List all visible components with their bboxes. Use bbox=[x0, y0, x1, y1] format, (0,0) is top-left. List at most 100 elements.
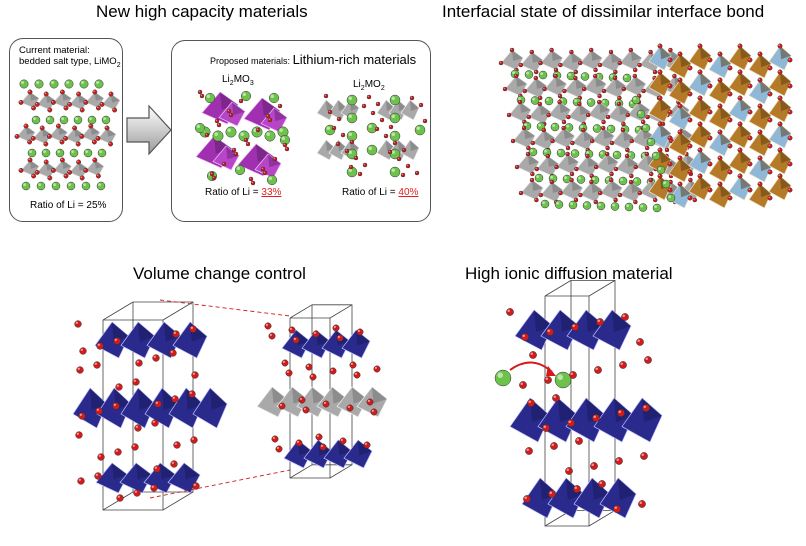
lithium-atom bbox=[661, 179, 671, 189]
oxygen-atom bbox=[79, 107, 85, 113]
oxygen-atom bbox=[309, 373, 317, 381]
lithium-atom bbox=[240, 90, 252, 102]
oxygen-atom bbox=[188, 390, 196, 398]
oxygen-atom bbox=[43, 141, 49, 147]
oxygen-atom bbox=[787, 135, 793, 141]
oxygen-atom bbox=[548, 490, 556, 498]
oxygen-atom bbox=[628, 47, 634, 53]
oxygen-atom bbox=[727, 117, 733, 123]
oxygen-atom bbox=[747, 83, 753, 89]
oxygen-atom bbox=[640, 452, 648, 460]
oxygen-atom bbox=[747, 57, 753, 63]
lithium-atom bbox=[610, 202, 620, 211]
oxygen-atom bbox=[199, 93, 205, 99]
oxygen-atom bbox=[549, 179, 555, 185]
lithium-atom bbox=[79, 79, 89, 89]
oxygen-atom bbox=[72, 125, 78, 131]
oxygen-atom bbox=[575, 437, 583, 445]
oxygen-atom bbox=[349, 361, 357, 369]
oxygen-atom bbox=[214, 118, 220, 124]
oxygen-atom bbox=[99, 101, 105, 107]
oxygen-atom bbox=[767, 117, 773, 123]
lithium-atom bbox=[69, 148, 79, 158]
oxygen-atom bbox=[569, 177, 574, 183]
oxygen-atom bbox=[534, 197, 539, 203]
oxygen-atom bbox=[537, 101, 543, 107]
oxygen-atom bbox=[589, 138, 595, 144]
formula-li2mo3: Li2MO3 bbox=[222, 74, 254, 87]
oxygen-atom bbox=[518, 190, 524, 196]
oxygen-atom bbox=[613, 505, 621, 513]
oxygen-atom bbox=[569, 171, 575, 177]
lithium-atom bbox=[64, 79, 74, 89]
oxygen-atom bbox=[356, 328, 364, 336]
oxygen-atom bbox=[637, 190, 643, 196]
oxygen-atom bbox=[625, 147, 630, 153]
oxygen-atom bbox=[305, 363, 313, 371]
oxygen-atom bbox=[79, 133, 85, 139]
oxygen-atom bbox=[114, 448, 122, 456]
oxygen-atom bbox=[609, 171, 614, 177]
oxygen-atom bbox=[667, 109, 673, 115]
oxygen-atom bbox=[573, 69, 579, 75]
oxygen-atom bbox=[687, 65, 693, 71]
limo2-structure bbox=[14, 79, 121, 191]
oxygen-atom bbox=[506, 308, 514, 316]
oxygen-atom bbox=[527, 399, 535, 407]
octahedron bbox=[728, 71, 752, 97]
oxygen-atom bbox=[226, 108, 232, 114]
oxygen-atom bbox=[95, 173, 101, 179]
oxygen-atom bbox=[344, 148, 350, 154]
oxygen-atom bbox=[574, 166, 579, 172]
octahedron bbox=[512, 127, 536, 149]
oxygen-atom bbox=[530, 171, 535, 177]
oxygen-atom bbox=[644, 151, 650, 157]
oxygen-atom bbox=[379, 117, 385, 123]
oxygen-atom bbox=[557, 99, 562, 105]
octahedron bbox=[768, 123, 792, 149]
oxygen-atom bbox=[657, 147, 663, 153]
oxygen-atom bbox=[78, 412, 86, 420]
oxygen-atom bbox=[707, 57, 713, 63]
oxygen-atom bbox=[284, 146, 290, 152]
lithium-atom bbox=[41, 148, 51, 158]
lithium-atom bbox=[576, 175, 586, 184]
oxygen-atom bbox=[97, 453, 105, 461]
oxygen-atom bbox=[530, 140, 536, 146]
oxygen-atom bbox=[383, 133, 389, 139]
octahedron bbox=[728, 45, 752, 71]
lithium-atom bbox=[651, 151, 661, 161]
oxygen-atom bbox=[727, 65, 733, 71]
oxygen-atom bbox=[545, 153, 551, 159]
oxygen-atom bbox=[509, 47, 515, 53]
lithium-atom bbox=[389, 166, 401, 178]
oxygen-atom bbox=[597, 190, 603, 196]
oxygen-atom bbox=[620, 127, 626, 133]
oxygen-atom bbox=[388, 124, 394, 130]
oxygen-atom bbox=[541, 127, 547, 133]
oxygen-atom bbox=[578, 192, 583, 198]
octahedron bbox=[748, 79, 772, 105]
oxygen-atom bbox=[95, 105, 101, 111]
oxygen-atom bbox=[534, 166, 540, 172]
oxygen-atom bbox=[667, 57, 673, 63]
oxygen-atom bbox=[697, 121, 703, 127]
oxygen-atom bbox=[63, 135, 69, 141]
oxygen-atom bbox=[597, 93, 602, 99]
oxygen-atom bbox=[150, 484, 158, 492]
oxygen-atom bbox=[562, 88, 567, 94]
oxygen-atom bbox=[585, 153, 590, 159]
oxygen-atom bbox=[573, 75, 578, 81]
oxygen-atom bbox=[567, 419, 575, 427]
oxygen-atom bbox=[47, 175, 53, 181]
oxygen-atom bbox=[18, 167, 24, 173]
oxygen-atom bbox=[409, 95, 415, 101]
oxygen-atom bbox=[366, 398, 374, 406]
oxygen-atom bbox=[632, 73, 638, 79]
lithium-atom bbox=[66, 181, 76, 191]
oxygen-atom bbox=[295, 439, 303, 447]
oxygen-atom bbox=[387, 149, 393, 155]
lithium-atom bbox=[631, 95, 641, 105]
oxygen-atom bbox=[727, 143, 733, 149]
proposed-label: Proposed materials: Lithium-rich materia… bbox=[210, 52, 417, 67]
